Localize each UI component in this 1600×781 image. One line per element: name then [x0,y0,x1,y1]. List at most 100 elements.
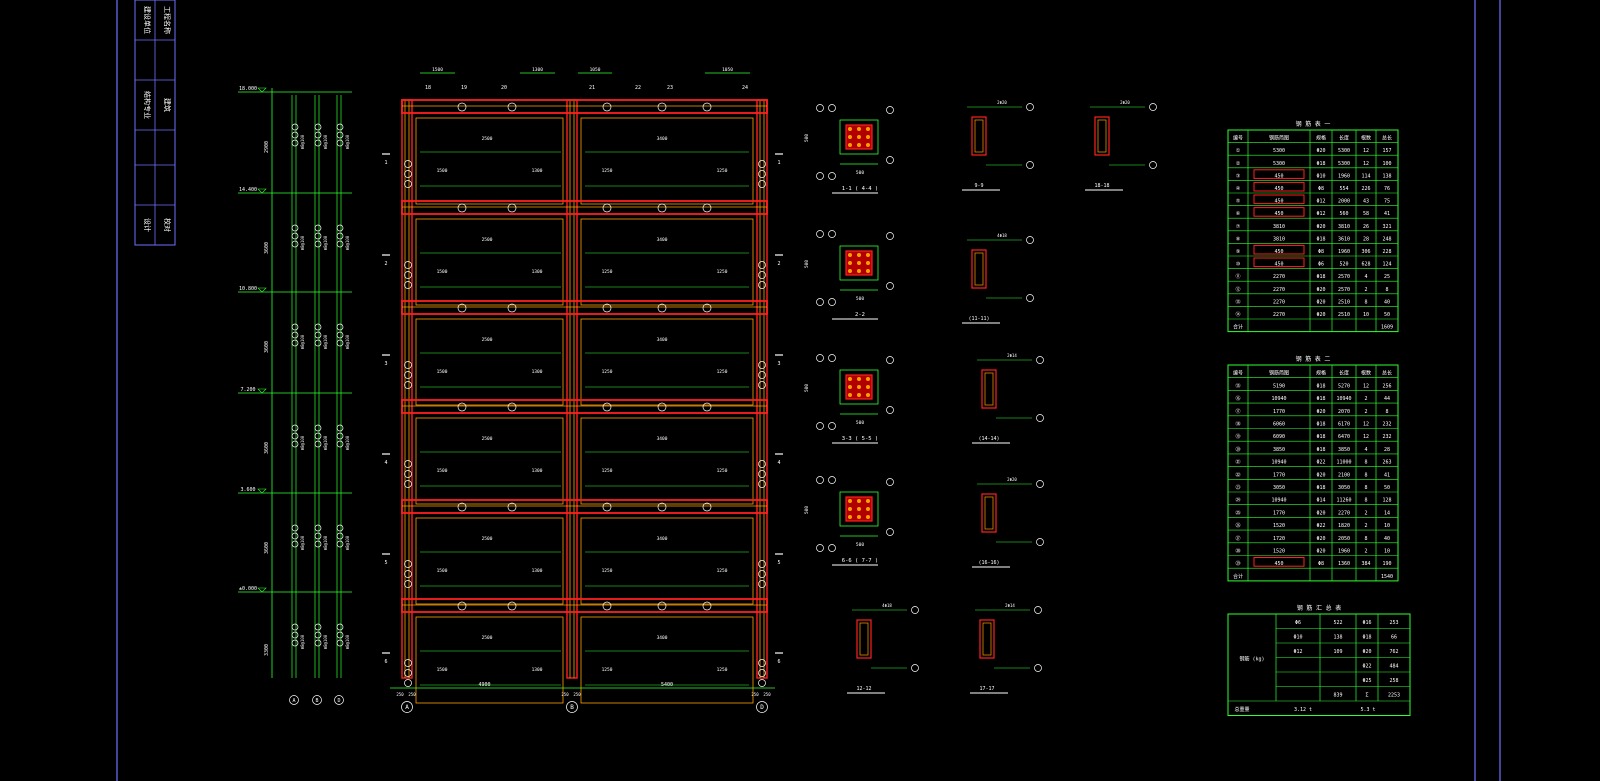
span-label: 2500 [482,237,493,243]
span-label: 1250 [717,269,728,275]
table-cell: Φ20 [1316,472,1325,478]
rebar-dot [848,143,852,147]
bar-marker [314,224,322,232]
table-cell: Φ18 [1316,274,1325,280]
span-label: 1250 [602,667,613,673]
axis-label: A [405,704,409,711]
bar-marker [314,432,322,440]
dimension-label: 500 [804,134,810,142]
bar-marker [291,532,299,540]
span-label: 1250 [717,667,728,673]
rebar-dot [857,269,861,273]
table-cell: 4 [1364,274,1367,280]
table-cell: 26 [1363,224,1369,230]
table-cell: Φ20 [1316,224,1325,230]
spec-label: Φ8@100 [323,435,328,450]
table-cell: Φ8 [1318,561,1324,567]
elevation-triangle [257,87,267,93]
table-cell: 484 [1389,664,1398,670]
elevation-triangle [257,188,267,194]
table-cell: 2 [1364,510,1367,516]
section-title: 12-12 [856,686,871,692]
beam-stirrup [982,622,992,656]
table-header-cell: 规格 [1316,370,1326,377]
bar-marker [457,601,467,611]
bar-marker [336,639,344,647]
bar-marker [828,230,836,238]
table-cell: ⑫ [1235,286,1240,293]
bar-marker [336,323,344,331]
table-cell: 8 [1385,287,1388,293]
bar-marker [314,323,322,331]
bar-marker [1036,480,1044,488]
table-cell: 5190 [1273,383,1285,389]
spec-label: Φ8@100 [345,334,350,349]
panel-outline [580,616,754,704]
table-cell: 3050 [1338,485,1350,491]
bar-marker [336,131,344,139]
bar-marker [291,123,299,131]
dimension-label: 5400 [661,682,673,688]
bar-marker [404,669,412,677]
table-cell: Φ18 [1362,635,1371,641]
bar-marker [336,240,344,248]
bar-marker [314,440,322,448]
beam-section [979,619,995,659]
span-label: 1250 [602,369,613,375]
beam-section [1094,116,1110,156]
bar-marker [1026,236,1034,244]
spec-label: Φ8@100 [345,134,350,149]
table-cell: 450 [1274,249,1283,255]
bar-marker [911,664,919,672]
bar-marker [291,323,299,331]
cut-label: 1 [777,160,780,166]
dimension-label: 1500 [432,67,443,73]
bar-marker [291,639,299,647]
bar-marker [758,560,766,568]
bar-marker [404,470,412,478]
bar-shape [1253,207,1305,217]
rebar-dot [866,385,870,389]
table-cell: 1770 [1273,510,1285,516]
table-cell: 25 [1384,274,1390,280]
table-cell: Φ8 [1318,186,1324,192]
bar-marker [1026,161,1034,169]
title-block-text: 建筑 [163,98,172,112]
rebar-dot [857,261,861,265]
table-cell: 5300 [1338,161,1350,167]
table-cell: Φ22 [1362,664,1371,670]
table-cell: ⑰ [1235,408,1240,415]
spec-label: Φ8@100 [300,435,305,450]
axis-label: B [315,698,318,704]
bar-marker [758,470,766,478]
bar-marker [314,631,322,639]
bar-marker [886,406,894,414]
spec-label: Φ8@100 [323,134,328,149]
table-cell: 3850 [1338,447,1350,453]
title-block-text: 建设单位 [143,6,152,34]
bar-marker [886,232,894,240]
table-cell: 5270 [1338,383,1350,389]
table-cell: Φ18 [1316,434,1325,440]
bar-marker [602,303,612,313]
elevation-label: 18.000 [239,86,257,92]
bar-marker [758,160,766,168]
cut-label: 5 [384,560,387,566]
axis-label: B [570,704,574,711]
table-cell: 2270 [1273,299,1285,305]
bar-marker [1036,538,1044,546]
bar-marker [911,606,919,614]
table-cell: 554 [1339,186,1348,192]
bar-marker [758,180,766,188]
table-cell: 450 [1274,186,1283,192]
bar-marker [657,102,667,112]
bar-marker [828,172,836,180]
span-label: 1300 [532,468,543,474]
table-cell: 109 [1333,649,1342,655]
bar-marker [404,180,412,188]
table-cell: 762 [1389,649,1398,655]
table-cell: 2 [1364,287,1367,293]
bar-marker [314,131,322,139]
